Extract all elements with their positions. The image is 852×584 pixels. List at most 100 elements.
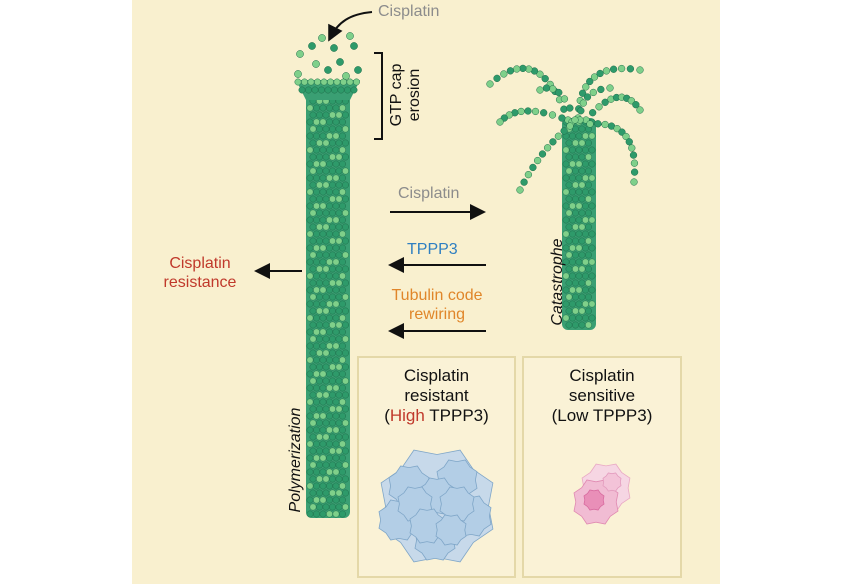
protofilament-dimer <box>628 144 636 152</box>
protofilament-dimer <box>577 107 585 115</box>
protofilament-dimer <box>597 85 605 94</box>
tubulin-dimer <box>329 503 336 511</box>
tubulin-dimer <box>326 104 333 112</box>
tubulin-dimer <box>339 440 346 448</box>
tubulin-dimer <box>306 384 314 392</box>
resistance-line1: Cisplatin <box>169 255 231 272</box>
tubulin-dimer <box>305 86 312 94</box>
tubulin-dimer <box>309 447 317 455</box>
tubulin-dimer <box>319 146 327 154</box>
tubulin-dimer <box>319 328 327 336</box>
sensitive-cell-nucleus <box>583 489 605 511</box>
tubulin-dimer <box>335 475 343 483</box>
tubulin-dimer <box>569 230 576 238</box>
free-tubulin-dimer <box>308 42 316 50</box>
tubulin-dimer <box>342 167 349 175</box>
tubulin-dimer <box>342 391 349 399</box>
tubulin-dimer <box>332 328 340 336</box>
tubulin-dimer <box>316 349 323 357</box>
tubulin-dimer <box>306 118 314 126</box>
tubulin-dimer <box>309 419 317 427</box>
protofilament-dimer <box>519 64 527 73</box>
protofilament-dimer <box>622 132 630 141</box>
tubulin-dimer <box>342 405 349 413</box>
tubulin-dimer <box>578 167 586 175</box>
tubulin-dimer <box>319 398 327 406</box>
tubulin-dimer <box>322 489 330 497</box>
tubulin-dimer <box>319 510 327 518</box>
tubulin-dimer <box>588 230 596 238</box>
tubulin-dimer <box>332 272 340 280</box>
tubulin-dimer <box>335 349 343 357</box>
protofilament-dimer <box>589 109 597 117</box>
tubulin-dimer <box>329 237 336 245</box>
tubulin-dimer <box>306 468 314 476</box>
tubulin-dimer <box>588 188 596 196</box>
tubulin-dimer <box>316 419 323 427</box>
tubulin-dimer <box>572 237 579 245</box>
catastrophe-label: Catastrophe <box>548 224 568 340</box>
tubulin-dimer <box>329 279 336 287</box>
tubulin-dimer <box>316 363 323 371</box>
protofilament-dimer <box>571 116 579 124</box>
tubulin-dimer <box>316 167 323 175</box>
protofilament-dimer <box>602 67 611 75</box>
tubulin-dimer <box>339 370 346 378</box>
tubulin-dimer <box>335 125 343 133</box>
tubulin-dimer <box>332 426 340 434</box>
tubulin-dimer <box>309 181 317 189</box>
tubulin-dimer <box>322 195 330 203</box>
protofilament-dimer <box>496 118 504 126</box>
tubulin-dimer <box>339 314 346 322</box>
protofilament-dimer <box>601 98 609 106</box>
catastrophe-microtubule <box>562 118 596 330</box>
protofilament-dimer <box>517 107 525 116</box>
tubulin-dimer <box>572 293 579 301</box>
protofilament-dimer <box>606 84 614 92</box>
tubulin-dimer <box>329 377 336 385</box>
free-tubulin-dimer <box>318 34 326 42</box>
tubulin-dimer <box>306 510 314 518</box>
tubulin-dimer <box>569 314 576 322</box>
tubulin-dimer <box>335 167 343 175</box>
resistant-cell <box>409 508 445 544</box>
tubulin-dimer <box>326 426 333 434</box>
tubulin-dimer <box>326 146 333 154</box>
tubulin-dimer <box>309 307 317 315</box>
tubulin-dimer <box>569 258 576 266</box>
tubulin-dimer <box>309 461 317 469</box>
tubulin-dimer <box>332 216 340 224</box>
tubulin-dimer <box>313 244 320 252</box>
tubulin-dimer <box>562 174 570 182</box>
tubulin-dimer <box>313 370 320 378</box>
protofilament-dimer <box>520 178 528 186</box>
tubulin-dimer <box>313 188 320 196</box>
tubulin-dimer <box>329 265 336 273</box>
tubulin-dimer <box>313 440 320 448</box>
tubulin-dimer <box>332 454 340 462</box>
tubulin-dimer <box>313 496 320 504</box>
tubulin-dimer <box>332 314 340 322</box>
tubulin-dimer <box>575 146 583 154</box>
tubulin-dimer <box>342 223 349 231</box>
tubulin-dimer <box>322 111 330 119</box>
tubulin-dimer <box>316 405 323 413</box>
tubulin-dimer <box>316 391 323 399</box>
protofilament-dimer <box>566 122 574 130</box>
tubulin-dimer <box>326 398 333 406</box>
free-tubulin-dimer <box>330 44 338 52</box>
tubulin-dimer <box>326 412 333 420</box>
tubulin-dimer <box>578 265 586 273</box>
tubulin-dimer <box>306 370 314 378</box>
tubulin-dimer <box>335 363 343 371</box>
protofilament-dimer <box>601 120 609 129</box>
tubulin-dimer <box>335 321 343 329</box>
protofilament-dimer <box>632 101 640 109</box>
protofilament-dimer <box>529 163 537 172</box>
tubulin-dimer <box>306 258 314 266</box>
free-tubulin-dimer <box>296 50 304 58</box>
protofilament-dimer <box>586 77 594 86</box>
tubulin-dimer <box>569 272 576 280</box>
tubulin-dimer <box>342 181 349 189</box>
protofilament-dimer <box>582 83 590 91</box>
